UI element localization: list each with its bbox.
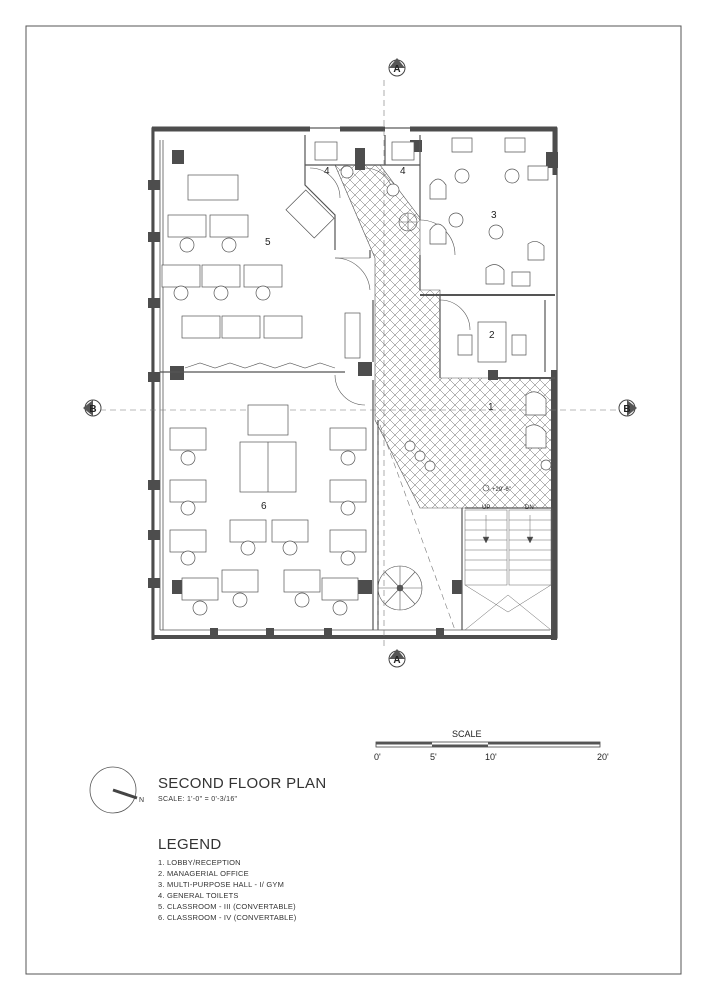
scale-tick-20: 20' — [597, 752, 609, 762]
lobby-furniture — [404, 391, 552, 472]
section-b-right — [618, 399, 637, 417]
section-a-top-label: A — [393, 64, 400, 75]
staircase — [464, 509, 552, 631]
section-markers — [83, 58, 637, 668]
north-label: N — [139, 797, 145, 804]
room-label-3: 3 — [491, 210, 497, 221]
spiral-stair — [377, 565, 423, 611]
room-label-4b: 4 — [400, 166, 406, 177]
legend-item: 6. CLASSROOM - IV (CONVERTABLE) — [158, 913, 297, 922]
room-label-6: 6 — [261, 501, 267, 512]
legend-item: 5. CLASSROOM - III (CONVERTABLE) — [158, 902, 296, 911]
drawing-scale-note: SCALE: 1'-0" = 0'-3/16" — [158, 796, 238, 803]
scale-bar — [375, 741, 601, 748]
room-label-4a: 4 — [324, 166, 330, 177]
room3-furniture — [429, 137, 549, 287]
legend-item: 4. GENERAL TOILETS — [158, 891, 239, 900]
stair-dn-label: DN — [525, 505, 534, 511]
scale-title: SCALE — [452, 729, 482, 739]
legend-title: LEGEND — [158, 836, 222, 853]
section-b-left — [83, 399, 102, 417]
scale-tick-10: 10' — [485, 752, 497, 762]
legend-item: 1. LOBBY/RECEPTION — [158, 858, 241, 867]
level-mark-text: +29'-6" — [492, 487, 511, 493]
room6-furniture — [169, 404, 367, 616]
drawing-title: SECOND FLOOR PLAN — [158, 775, 327, 792]
section-b-left-label: B — [89, 404, 96, 415]
section-a-bottom-label: A — [393, 655, 400, 666]
legend-list: 1. LOBBY/RECEPTION 2. MANAGERIAL OFFICE … — [158, 857, 296, 923]
room5-furniture — [161, 174, 361, 359]
stair-up-label: UP — [482, 505, 490, 511]
north-arrow — [89, 766, 138, 814]
sheet-border — [25, 25, 682, 975]
legend-item: 3. MULTI-PURPOSE HALL - I/ GYM — [158, 880, 285, 889]
scale-tick-0: 0' — [374, 752, 381, 762]
outer-walls — [151, 126, 558, 640]
room-label-1: 1 — [488, 402, 494, 413]
room-label-5: 5 — [265, 237, 271, 248]
section-a-top — [388, 58, 406, 77]
room2-furniture — [457, 321, 527, 363]
section-b-right-label: B — [623, 404, 630, 415]
room-label-2: 2 — [489, 330, 495, 341]
toilet-fixtures — [314, 141, 415, 197]
level-marker: +29'-6" — [482, 484, 511, 493]
legend-item: 2. MANAGERIAL OFFICE — [158, 869, 249, 878]
scale-tick-5: 5' — [430, 752, 437, 762]
section-a-bottom — [388, 649, 406, 668]
plant — [398, 212, 418, 232]
